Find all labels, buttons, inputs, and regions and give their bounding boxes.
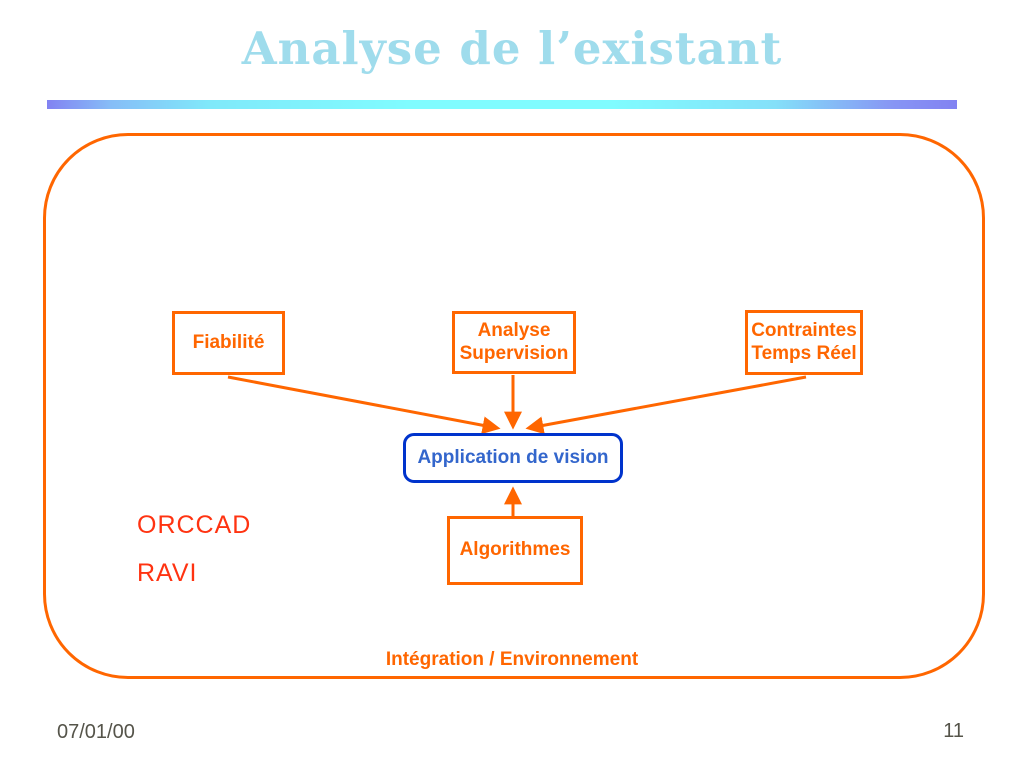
box-contraintes-line2: Temps Réel: [751, 342, 857, 364]
slide-title: Analyse de l’existant: [241, 22, 783, 75]
box-analyse-supervision: Analyse Supervision: [452, 311, 576, 374]
box-fiabilite: Fiabilité: [172, 311, 285, 375]
box-application-label: Application de vision: [417, 446, 609, 468]
footer-date: 07/01/00: [57, 721, 135, 743]
title-underline-gradient-bar: [47, 100, 957, 109]
footer-page-number: 11: [943, 720, 964, 742]
label-orccad: ORCCAD: [137, 511, 252, 539]
box-fiabilite-label: Fiabilité: [192, 331, 265, 353]
box-analyse-supervision-line1: Analyse: [477, 320, 551, 342]
box-contraintes-temps-reel: Contraintes Temps Réel: [745, 310, 863, 375]
box-application-de-vision: Application de vision: [403, 433, 623, 483]
box-analyse-supervision-line2: Supervision: [459, 342, 569, 364]
label-integration-environnement: Intégration / Environnement: [385, 649, 639, 670]
box-contraintes-line1: Contraintes: [751, 320, 857, 342]
box-algorithmes: Algorithmes: [447, 516, 583, 585]
label-ravi: RAVI: [137, 559, 198, 587]
diagram-outer-rounded-frame: [43, 133, 985, 679]
box-algorithmes-label: Algorithmes: [459, 539, 571, 561]
